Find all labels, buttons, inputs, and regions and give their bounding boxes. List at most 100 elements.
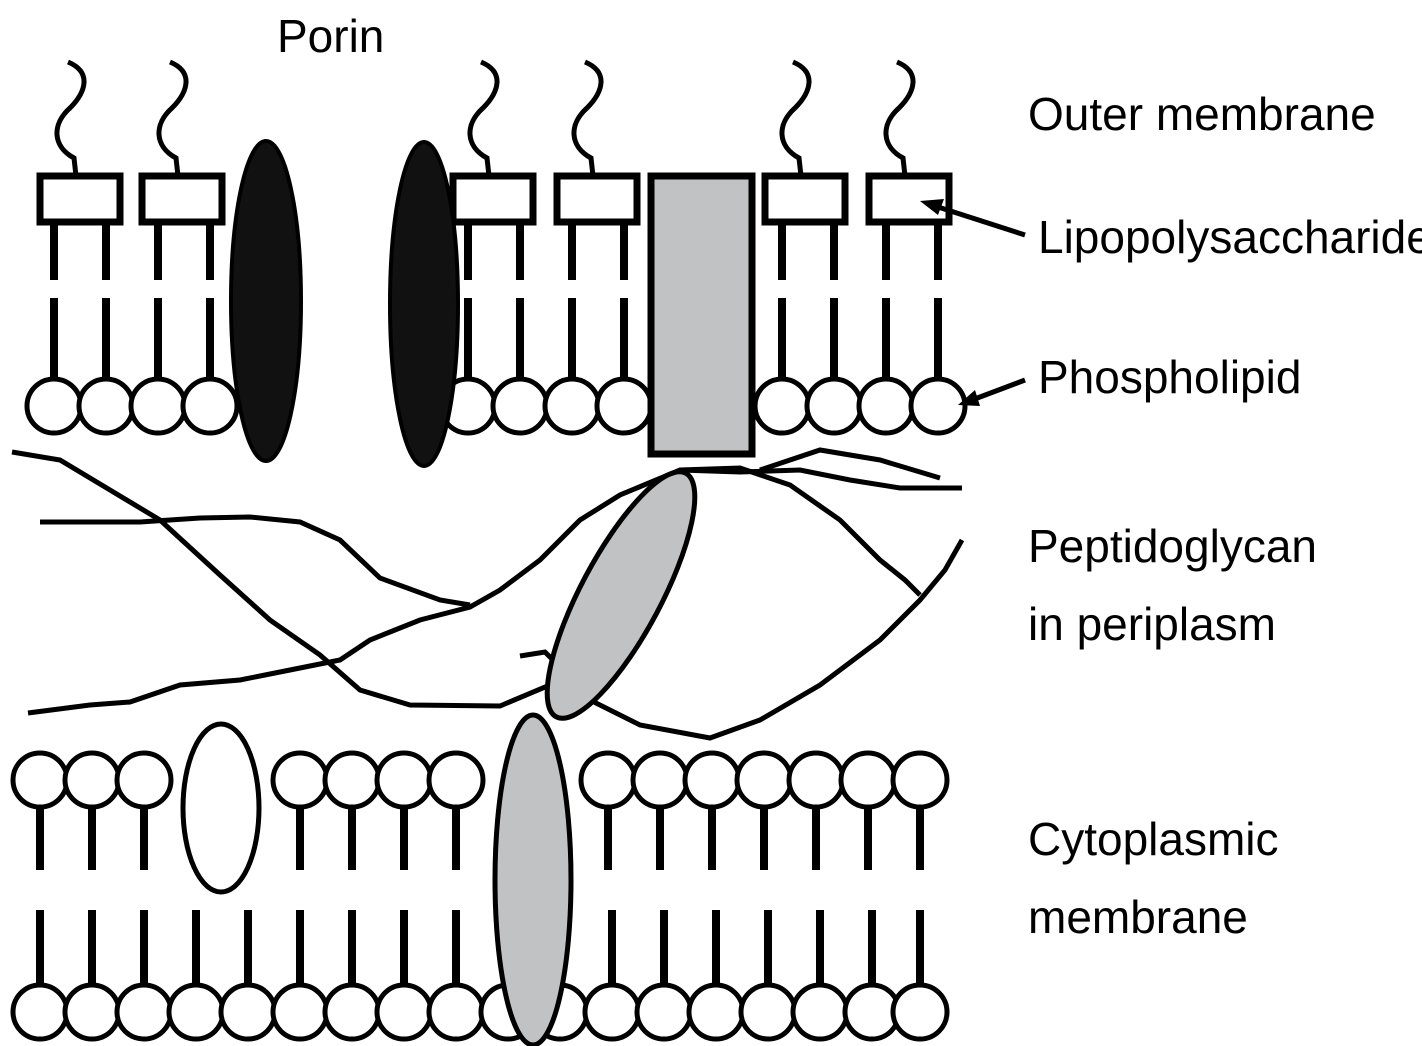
phospholipid <box>545 222 599 433</box>
phospholipid-head <box>741 985 795 1039</box>
phospholipid-upper <box>377 753 431 870</box>
outer-membrane-label: Outer membrane <box>1028 88 1376 140</box>
phospholipid-upper <box>65 753 119 870</box>
lps-head-box <box>557 176 637 222</box>
phospholipid-head <box>893 985 947 1039</box>
phospholipid-lower <box>221 910 275 1039</box>
transmembrane-protein <box>495 715 571 1045</box>
phospholipid-head <box>893 753 947 807</box>
phospholipid-lower <box>741 910 795 1039</box>
lps-head-box <box>142 176 222 222</box>
phospholipid-head <box>689 985 743 1039</box>
phospholipid-upper <box>325 753 379 870</box>
porin-protein-right <box>390 142 458 466</box>
phospholipid-lower <box>793 910 847 1039</box>
phospholipid-head <box>117 753 171 807</box>
phospholipid-lower <box>65 910 119 1039</box>
phospholipid-arrow <box>958 380 1025 406</box>
phospholipid-head <box>273 753 327 807</box>
peptidoglycan-mesh <box>12 450 962 738</box>
phospholipid-head <box>13 985 67 1039</box>
phospholipid-head <box>65 985 119 1039</box>
lps-sugar-chain <box>782 62 809 176</box>
outer-membrane-protein <box>651 176 752 454</box>
phospholipid-head <box>585 985 639 1039</box>
lps-sugar-chain <box>886 62 913 176</box>
outer-membrane <box>27 62 965 433</box>
lps-head-box <box>869 176 949 222</box>
phospholipid-upper <box>273 753 327 870</box>
phospholipid <box>183 222 237 433</box>
lps-sugar-chain <box>159 62 186 176</box>
phospholipid-lower <box>273 910 327 1039</box>
phospholipid-upper <box>13 753 67 870</box>
phospholipid-lower <box>325 910 379 1039</box>
phospholipid <box>131 222 185 433</box>
membrane-label: membrane <box>1028 891 1248 943</box>
peptidoglycan-strand <box>40 517 470 605</box>
phospholipid-head <box>911 379 965 433</box>
phospholipid-head <box>325 985 379 1039</box>
phospholipid-lower <box>845 910 899 1039</box>
phospholipid-head <box>429 985 483 1039</box>
phospholipid-lower <box>429 910 483 1039</box>
phospholipid <box>597 222 651 433</box>
phospholipid-upper <box>789 753 843 870</box>
phospholipid-head <box>755 379 809 433</box>
phospholipid-head <box>273 985 327 1039</box>
phospholipid-head <box>859 379 913 433</box>
phospholipid-head <box>183 379 237 433</box>
phospholipid-upper <box>429 753 483 870</box>
phospholipid-lower <box>117 910 171 1039</box>
porin-protein-left <box>231 141 301 461</box>
membrane-channel-protein <box>183 724 259 892</box>
phospholipid-head <box>581 753 635 807</box>
porin-label: Porin <box>277 10 384 62</box>
phospholipid-lower <box>689 910 743 1039</box>
cytoplasmic-label: Cytoplasmic <box>1028 813 1279 865</box>
phospholipid-head <box>377 985 431 1039</box>
phospholipid-upper <box>117 753 171 870</box>
phospholipid-head <box>117 985 171 1039</box>
phospholipid-head <box>685 753 739 807</box>
lipopolysaccharide-unit <box>40 62 120 222</box>
periplasm-label: in periplasm <box>1028 598 1276 650</box>
lipopolysaccharide-unit <box>765 62 845 222</box>
phospholipid-head <box>633 753 687 807</box>
cytoplasmic-membrane <box>13 753 947 1039</box>
phospholipid-head <box>841 753 895 807</box>
phospholipid-head <box>597 379 651 433</box>
phospholipid-head <box>79 379 133 433</box>
phospholipid-head <box>221 985 275 1039</box>
phospholipid <box>911 222 965 433</box>
phospholipid-head <box>545 379 599 433</box>
lipopolysaccharide-label: Lipopolysaccharide <box>1038 211 1422 263</box>
phospholipid <box>27 222 81 433</box>
lps-head-box <box>453 176 533 222</box>
phospholipid-lower <box>893 910 947 1039</box>
lps-sugar-chain <box>470 62 497 176</box>
phospholipid-upper <box>685 753 739 870</box>
phospholipid-head <box>325 753 379 807</box>
phospholipid-head <box>27 379 81 433</box>
lps-sugar-chain <box>574 62 601 176</box>
phospholipid-upper <box>841 753 895 870</box>
phospholipid-head <box>429 753 483 807</box>
phospholipid-head <box>65 753 119 807</box>
lipopolysaccharide-unit <box>142 62 222 222</box>
phospholipid-upper <box>581 753 635 870</box>
lps-head-box <box>40 176 120 222</box>
phospholipid-head <box>807 379 861 433</box>
lps-head-box <box>765 176 845 222</box>
lps-sugar-chain <box>57 62 84 176</box>
phospholipid-head <box>377 753 431 807</box>
phospholipid-lower <box>585 910 639 1039</box>
phospholipid-head <box>169 985 223 1039</box>
phospholipid <box>859 222 913 433</box>
phospholipid-head <box>793 985 847 1039</box>
phospholipid <box>755 222 809 433</box>
phospholipid-head <box>131 379 185 433</box>
phospholipid-lower <box>637 910 691 1039</box>
